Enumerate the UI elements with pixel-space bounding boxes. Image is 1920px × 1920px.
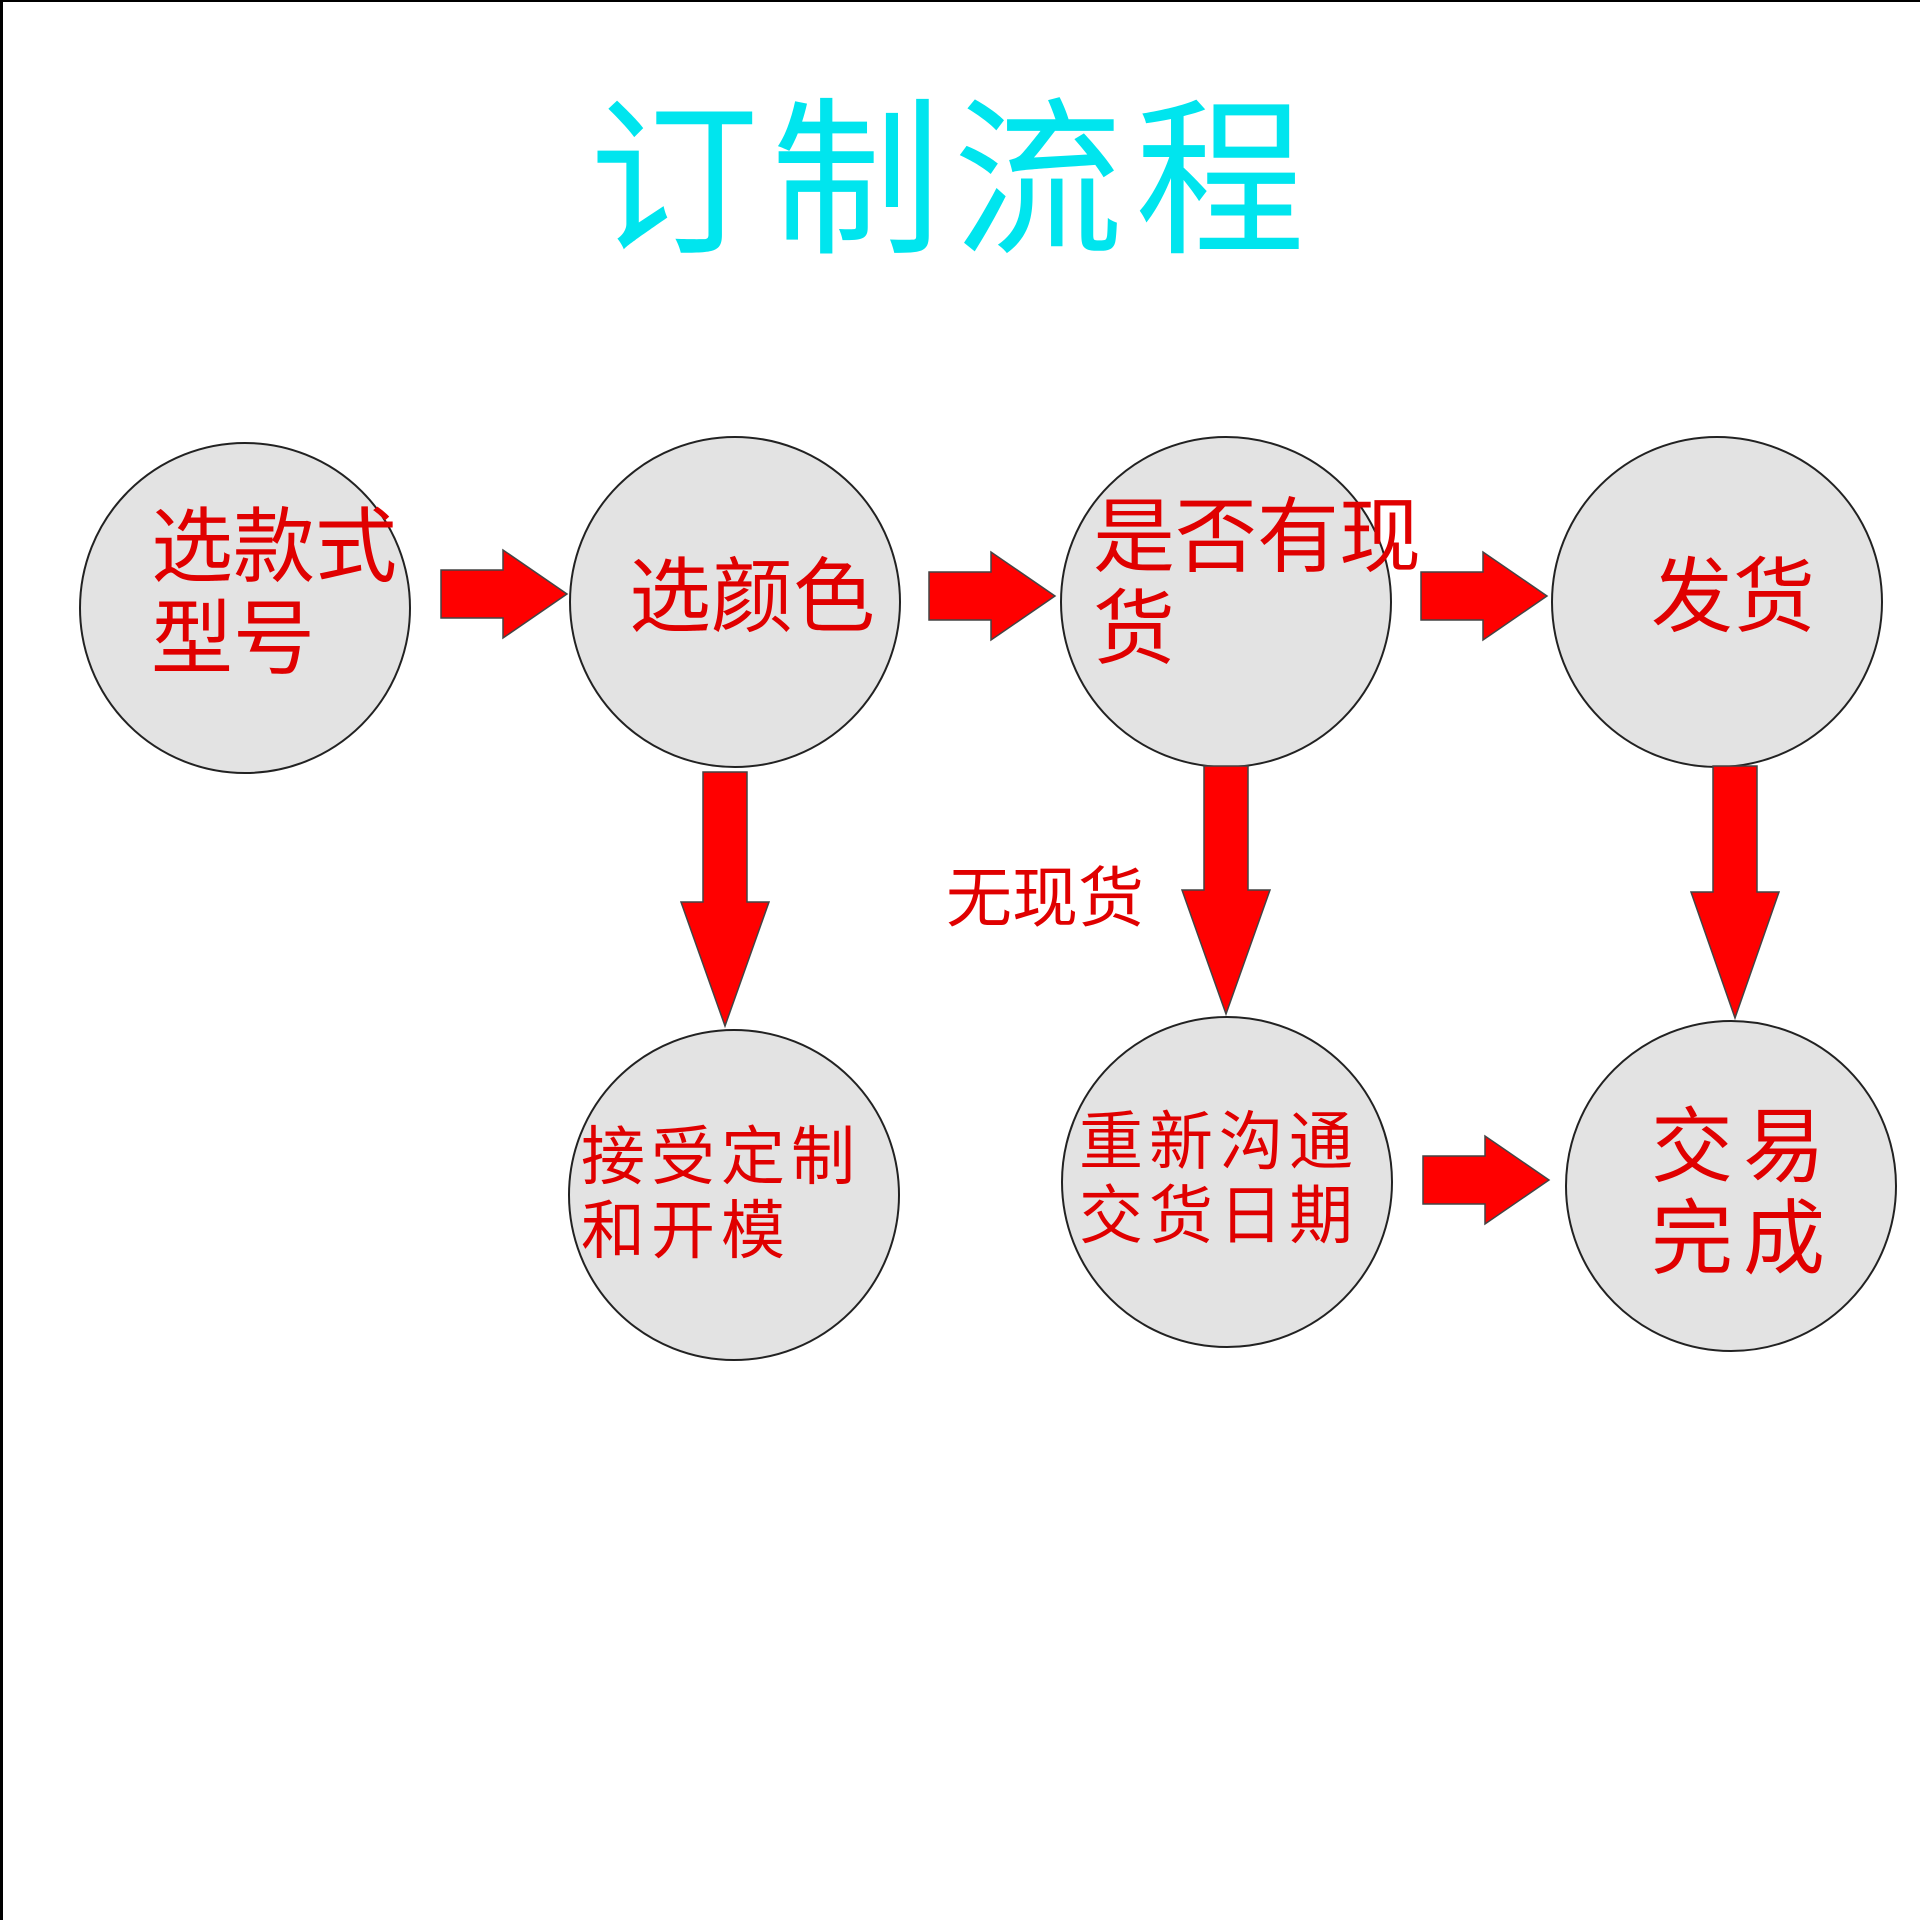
node-select-style-text: 选款式 型号 (151, 502, 397, 686)
node-custom-order (568, 1029, 900, 1361)
node-renegotiate-text: 重新沟通 交货日期 (1079, 1106, 1359, 1254)
node-custom-order-text: 接受定制 和开模 (581, 1121, 861, 1269)
node-check-stock-line2: 货 (1093, 581, 1176, 677)
node-ship-line1: 发货 (1651, 550, 1816, 645)
arrow-ship-to-complete (1689, 765, 1781, 1021)
arrow-style-to-color (440, 548, 569, 640)
node-renegotiate-line2: 交货日期 (1079, 1179, 1359, 1254)
node-check-stock-text: 是否有现 货 (1093, 492, 1421, 676)
node-select-style (79, 442, 411, 774)
arrow-stock-to-ship (1420, 550, 1549, 642)
label-no-stock: 无现货 (946, 860, 1144, 937)
node-custom-order-line1: 接受定制 (581, 1121, 861, 1195)
node-select-color-text: 选颜色 (629, 552, 875, 644)
node-select-style-line1: 选款式 (151, 500, 398, 595)
node-select-color-line1: 选颜色 (629, 550, 876, 645)
node-ship (1551, 436, 1883, 768)
diagram-title: 订制流程 (588, 83, 1317, 281)
node-complete-text: 交易 完成 (1651, 1102, 1835, 1286)
node-renegotiate-line1: 重新沟通 (1079, 1106, 1359, 1180)
arrow-color-to-stock (928, 550, 1057, 642)
node-select-color (569, 436, 901, 768)
node-complete-line1: 交易 (1651, 1100, 1836, 1195)
node-ship-text: 发货 (1651, 552, 1815, 644)
node-custom-order-line2: 和开模 (581, 1194, 791, 1269)
arrow-stock-to-renegotiate (1180, 765, 1272, 1017)
arrow-renegotiate-to-complete (1422, 1134, 1551, 1226)
node-select-style-line2: 型号 (151, 591, 316, 687)
node-complete-line2: 完成 (1651, 1191, 1836, 1287)
node-complete (1565, 1020, 1897, 1352)
arrow-color-to-custom (679, 771, 771, 1029)
node-check-stock-line1: 是否有现 (1093, 490, 1422, 585)
node-renegotiate (1061, 1016, 1393, 1348)
